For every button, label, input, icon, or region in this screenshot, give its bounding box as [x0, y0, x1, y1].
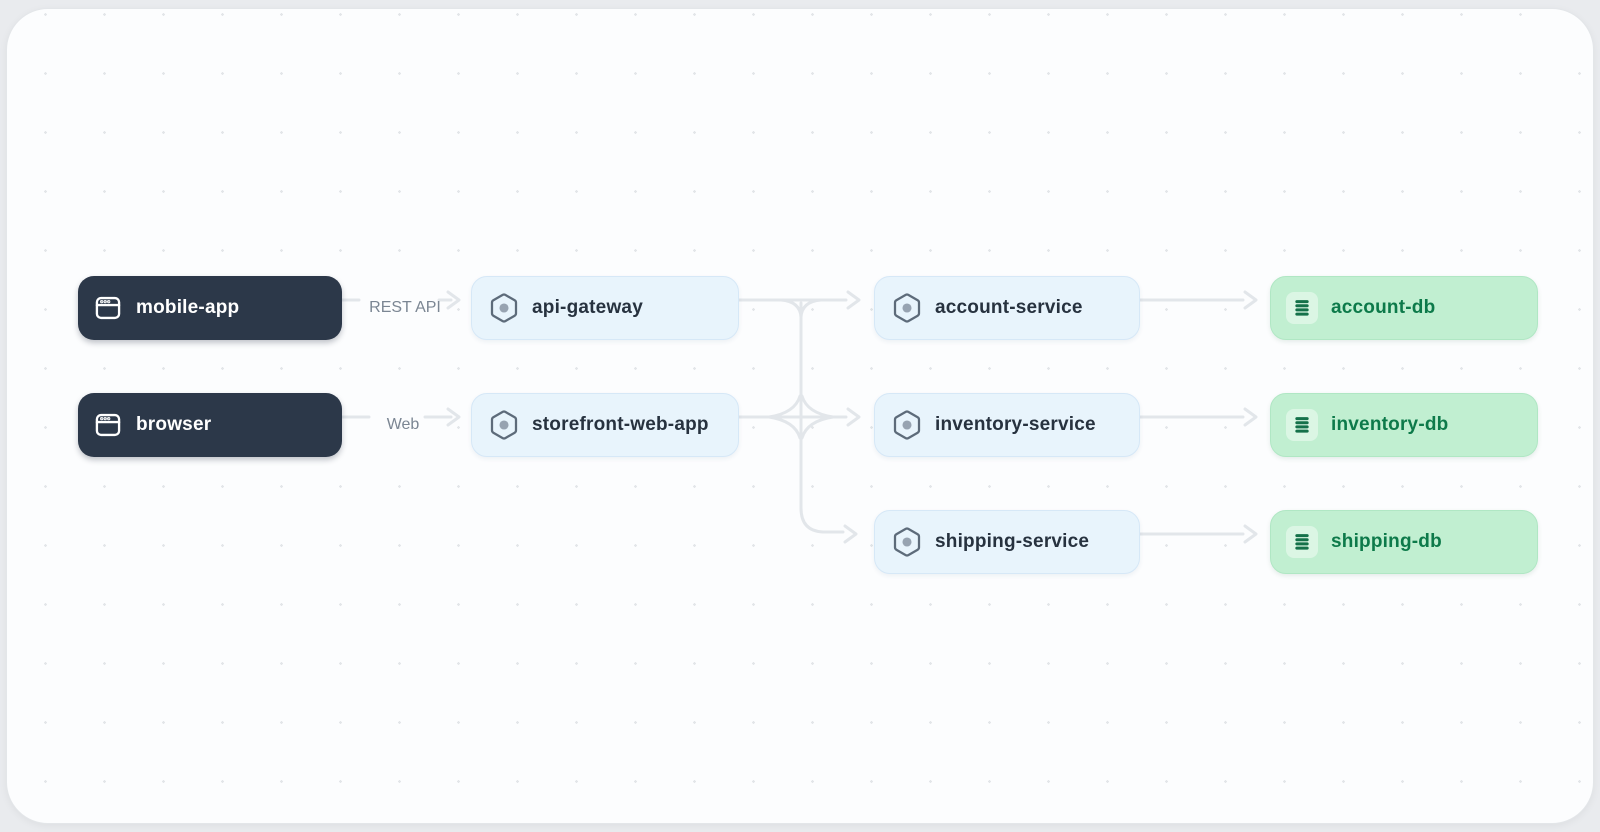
arrowhead-icon [446, 290, 461, 310]
edge-trunk [799, 301, 845, 534]
arrowhead-icon [1243, 524, 1258, 544]
node-browser[interactable]: browser [78, 393, 342, 457]
arrowhead-icon [446, 407, 461, 427]
node-label: shipping-db [1331, 531, 1442, 552]
node-inventory-db[interactable]: inventory-db [1270, 393, 1538, 457]
edge-label-rest-api: REST API [369, 299, 441, 316]
diagram-canvas[interactable]: REST API Web mobile-app browser [6, 8, 1594, 824]
arrowhead-icon [846, 407, 861, 427]
app-window-icon [94, 294, 122, 322]
hexagon-node-icon [891, 526, 923, 558]
edge-junction-fillet [767, 394, 802, 419]
node-mobile-app[interactable]: mobile-app [78, 276, 342, 340]
hexagon-node-icon [891, 292, 923, 324]
edge-junction-fillet [800, 415, 835, 440]
edge-label-web: Web [386, 416, 420, 433]
database-icon [1286, 292, 1318, 324]
node-label: mobile-app [136, 297, 240, 318]
node-label: api-gateway [532, 297, 643, 318]
node-shipping-db[interactable]: shipping-db [1270, 510, 1538, 574]
node-label: inventory-db [1331, 414, 1449, 435]
edge-trunk-fillet [799, 298, 823, 319]
node-label: inventory-service [935, 414, 1096, 435]
node-api-gateway[interactable]: api-gateway [471, 276, 739, 340]
node-label: account-db [1331, 297, 1436, 318]
hexagon-node-icon [488, 292, 520, 324]
app-window-icon [94, 411, 122, 439]
node-shipping-service[interactable]: shipping-service [874, 510, 1140, 574]
database-icon [1286, 526, 1318, 558]
arrowhead-icon [1243, 290, 1258, 310]
node-label: account-service [935, 297, 1083, 318]
node-inventory-service[interactable]: inventory-service [874, 393, 1140, 457]
arrowhead-icon [1243, 407, 1258, 427]
hexagon-node-icon [891, 409, 923, 441]
node-label: storefront-web-app [532, 414, 709, 435]
database-icon [1286, 409, 1318, 441]
node-account-service[interactable]: account-service [874, 276, 1140, 340]
arrowhead-icon [846, 290, 861, 310]
edge-trunk-fillet [779, 298, 803, 319]
edge-junction-fillet [767, 415, 802, 440]
edge-junction-fillet [800, 394, 835, 419]
node-storefront-web-app[interactable]: storefront-web-app [471, 393, 739, 457]
node-label: shipping-service [935, 531, 1090, 552]
node-account-db[interactable]: account-db [1270, 276, 1538, 340]
arrowhead-icon [843, 524, 858, 544]
hexagon-node-icon [488, 409, 520, 441]
node-label: browser [136, 414, 212, 435]
